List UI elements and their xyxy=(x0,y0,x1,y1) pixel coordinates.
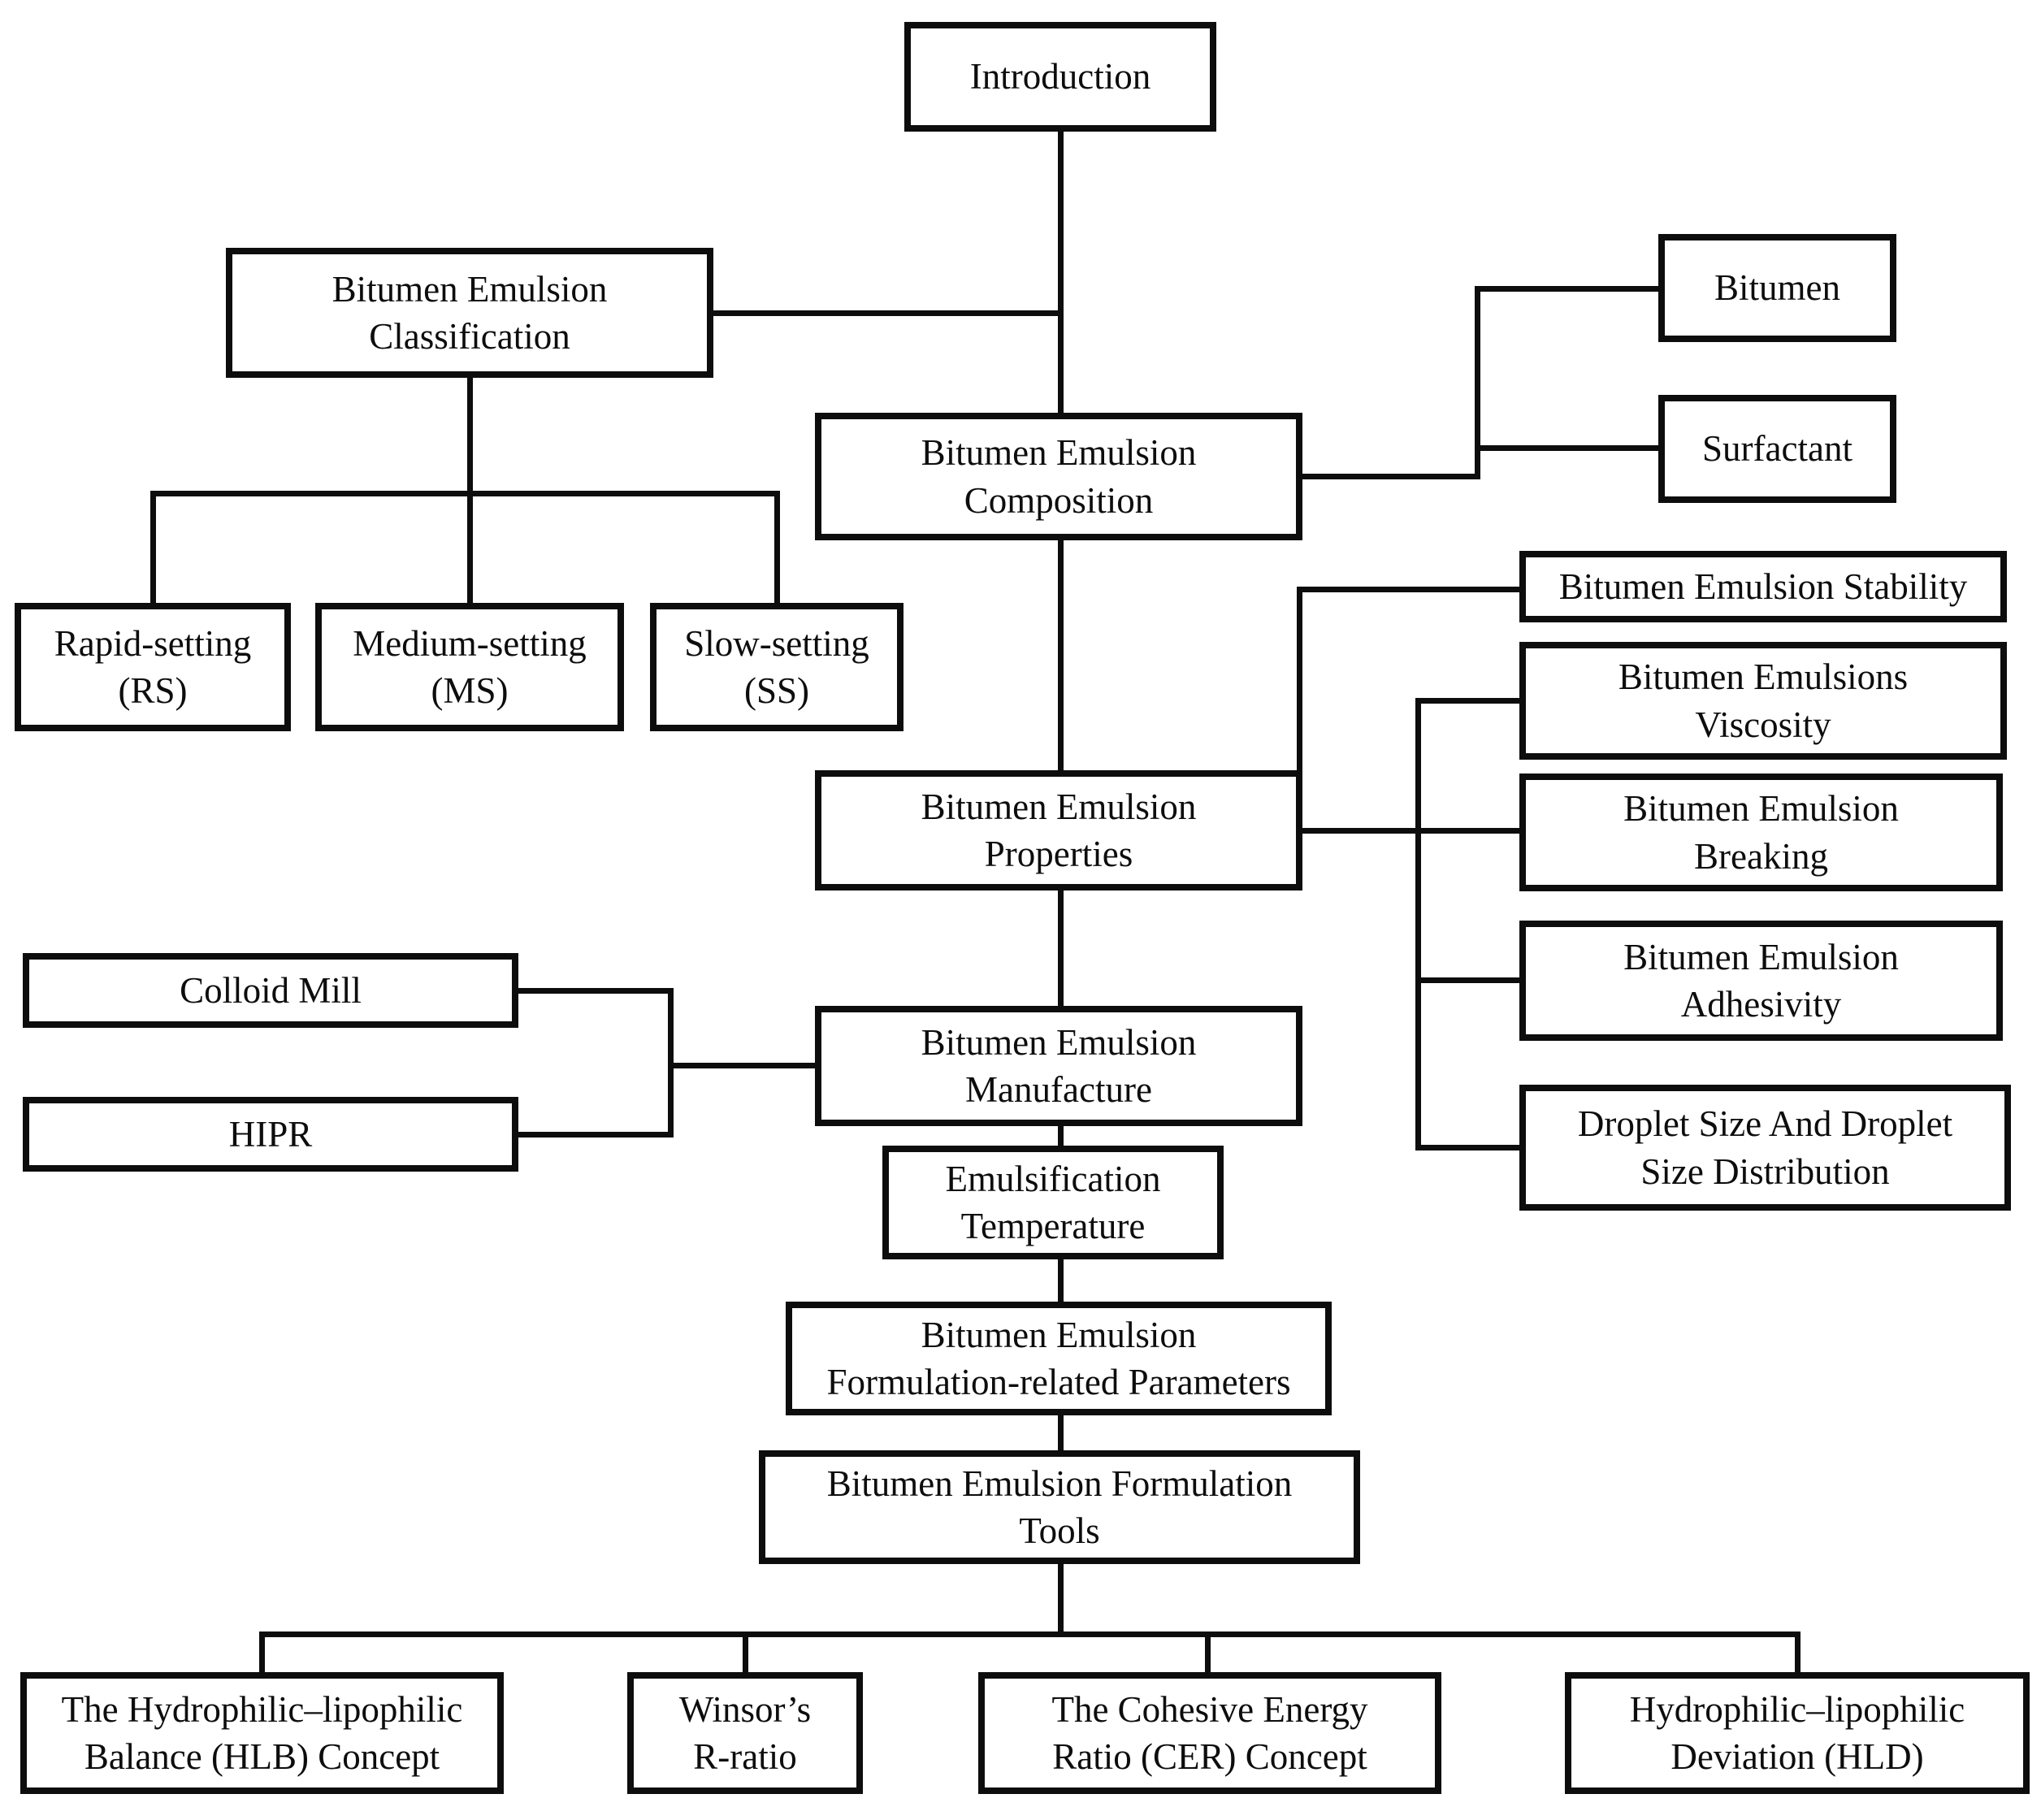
connector-line xyxy=(743,1632,748,1675)
node-label-line: Bitumen Emulsion xyxy=(921,432,1197,473)
node-label-line: Classification xyxy=(369,316,570,357)
node-label-line: Droplet Size And Droplet xyxy=(1577,1103,1953,1144)
node-label-line: The Hydrophilic–lipophilic xyxy=(61,1688,463,1730)
connector-line xyxy=(668,1063,815,1068)
node-label-line: Ratio (CER) Concept xyxy=(1052,1736,1367,1777)
node-label-line: Bitumen Emulsion xyxy=(921,1314,1197,1355)
connector-line xyxy=(774,491,780,609)
node-label-line: Breaking xyxy=(1694,835,1828,877)
connector-line xyxy=(150,491,780,496)
connector-line xyxy=(259,1632,265,1675)
connector-line xyxy=(1795,1632,1800,1675)
connector-line xyxy=(1058,890,1064,1009)
connector-line xyxy=(1205,1632,1211,1675)
node-label-line: Emulsification xyxy=(945,1158,1161,1199)
node-surfactant: Surfactant xyxy=(1658,395,1896,503)
connector-line xyxy=(713,310,1064,316)
connector-line xyxy=(518,1132,673,1138)
connector-line xyxy=(467,378,473,496)
connector-line xyxy=(467,491,473,609)
node-label-line: Slow-setting xyxy=(684,622,869,664)
node-label-line: Adhesivity xyxy=(1680,984,1842,1025)
node-label-line: Size Distribution xyxy=(1640,1150,1890,1192)
node-label-line: Bitumen Emulsion xyxy=(921,1021,1197,1063)
connector-line xyxy=(1058,540,1064,774)
node-label-line: Balance (HLB) Concept xyxy=(84,1736,440,1777)
connector-line xyxy=(1415,698,1519,704)
node-label-line: Bitumen Emulsion Stability xyxy=(1558,566,1968,607)
connector-line xyxy=(1475,286,1480,479)
connector-line xyxy=(1058,1259,1064,1305)
node-label-line: Deviation (HLD) xyxy=(1670,1736,1924,1777)
node-label-line: HIPR xyxy=(228,1113,313,1155)
node-label-line: (RS) xyxy=(118,670,188,711)
node-medium-setting: Medium-setting (MS) xyxy=(315,603,624,731)
node-label-line: Bitumen Emulsions xyxy=(1618,656,1909,697)
connector-line xyxy=(1302,828,1519,834)
connector-line xyxy=(1058,1564,1064,1636)
node-bitumen: Bitumen xyxy=(1658,234,1896,342)
node-label-line: Hydrophilic–lipophilic xyxy=(1629,1688,1965,1730)
node-slow-setting: Slow-setting (SS) xyxy=(650,603,904,731)
connector-line xyxy=(1058,1415,1064,1454)
node-label-line: Temperature xyxy=(960,1206,1146,1246)
node-label-line: (MS) xyxy=(431,670,509,711)
node-label-line: Surfactant xyxy=(1702,428,1852,470)
node-label-line: R-ratio xyxy=(693,1736,797,1777)
node-label-line: Bitumen Emulsion xyxy=(1623,936,1899,977)
node-label-line: Medium-setting xyxy=(353,622,587,664)
node-label-line: Winsor’s xyxy=(678,1688,812,1730)
node-label-line: Tools xyxy=(1019,1510,1100,1551)
connector-line xyxy=(1415,698,1421,1150)
node-label-line: Composition xyxy=(964,479,1154,521)
node-label-line: Bitumen Emulsion xyxy=(921,786,1197,827)
connector-line xyxy=(1058,1126,1064,1150)
node-label-line: Rapid-setting xyxy=(54,622,252,664)
connector-line xyxy=(1302,474,1480,479)
node-label-line: Viscosity xyxy=(1695,704,1831,745)
connector-line xyxy=(518,988,673,994)
node-label-line: Introduction xyxy=(969,56,1151,98)
node-label-line: Bitumen xyxy=(1714,267,1840,309)
node-stability: Bitumen Emulsion Stability xyxy=(1519,551,2007,622)
node-label-line: Bitumen Emulsion xyxy=(1623,788,1899,829)
connector-line xyxy=(1475,286,1659,292)
node-label-line: Manufacture xyxy=(965,1069,1152,1110)
connector-line xyxy=(1297,587,1519,592)
node-label-line: The Cohesive Energy xyxy=(1051,1688,1368,1730)
node-hipr: HIPR xyxy=(23,1097,518,1172)
node-label-line: Bitumen Emulsion xyxy=(332,268,608,310)
node-label-line: Properties xyxy=(984,834,1133,874)
node-label-line: Colloid Mill xyxy=(180,969,362,1011)
node-label-line: (SS) xyxy=(743,670,810,711)
connector-line xyxy=(150,491,156,609)
connector-line xyxy=(1058,132,1064,416)
node-introduction: Introduction xyxy=(904,22,1216,132)
node-rapid-setting: Rapid-setting (RS) xyxy=(15,603,291,731)
connector-line xyxy=(1415,977,1519,983)
connector-line xyxy=(259,1632,1800,1637)
node-colloid-mill: Colloid Mill xyxy=(23,953,518,1028)
connector-line xyxy=(1415,1145,1519,1150)
node-label-line: Formulation-related Parameters xyxy=(826,1362,1291,1402)
connector-line xyxy=(1297,587,1302,834)
node-label-line: Bitumen Emulsion Formulation xyxy=(826,1462,1293,1504)
connector-line xyxy=(1475,445,1659,451)
